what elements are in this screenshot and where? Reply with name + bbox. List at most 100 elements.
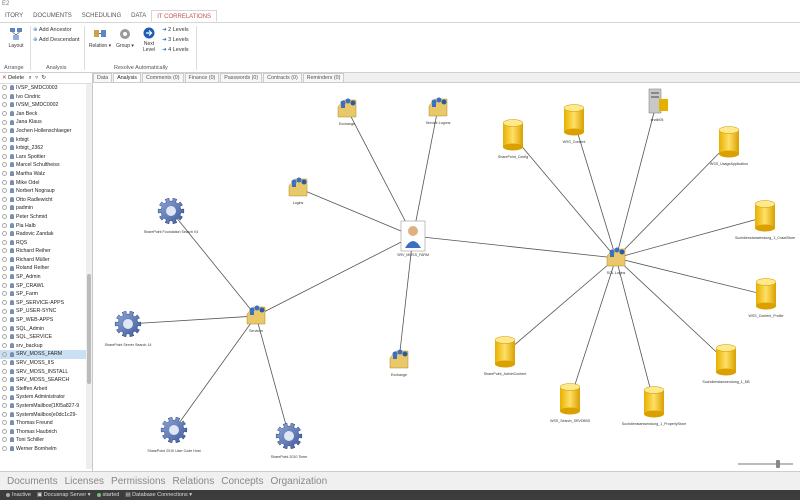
tree-item[interactable]: Thomas Haubrich	[0, 428, 86, 437]
detail-tab[interactable]: Analysis	[113, 73, 141, 82]
search-icon[interactable]: ⌕	[28, 75, 32, 81]
bottom-nav-item[interactable]: Documents	[7, 475, 58, 487]
expand-icon[interactable]	[2, 214, 7, 220]
expand-icon[interactable]	[2, 119, 7, 125]
graph-node-svclogons[interactable]: Service Logons	[426, 97, 451, 126]
expand-icon[interactable]	[2, 93, 7, 99]
tree-item[interactable]: SRV_MOSS_INSTALL	[0, 368, 86, 377]
graph-node-sqllogins[interactable]: SQL Logins	[607, 247, 626, 276]
tree-item[interactable]: srv_backup	[0, 342, 86, 351]
graph-node-db7[interactable]: Suchdienstanwendung_1_PropertyStore	[622, 386, 687, 427]
tree-item[interactable]: Norbert Nograup	[0, 187, 86, 196]
tree-item[interactable]: Roland Reiher	[0, 264, 86, 273]
expand-icon[interactable]	[2, 437, 7, 443]
expand-icon[interactable]	[2, 265, 7, 271]
group-button[interactable]: Group ▾	[114, 27, 136, 49]
tree-item[interactable]: Richard Müller	[0, 256, 86, 265]
relation-button[interactable]: Relation ▾	[88, 27, 112, 49]
expand-icon[interactable]	[2, 377, 7, 383]
tree-item[interactable]: SystemMailbox{e0dc1c29-	[0, 411, 86, 420]
ribbon-tab[interactable]: ITORY	[5, 13, 24, 19]
refresh-icon[interactable]: ↻	[41, 75, 47, 81]
tree-item[interactable]: SP_CRAWL	[0, 282, 86, 291]
tree-item[interactable]: padmin	[0, 204, 86, 213]
graph-node-gear1[interactable]: SharePoint Foundation Search V4	[144, 197, 199, 234]
expand-icon[interactable]	[2, 299, 7, 305]
graph-node-gear4[interactable]: SharePoint 2010 Timer	[271, 422, 309, 459]
expand-icon[interactable]	[2, 102, 7, 108]
expand-icon[interactable]	[2, 282, 7, 288]
graph-node-db3[interactable]: WSS_UsageApplication	[710, 126, 748, 167]
graph-node-db4[interactable]: Suchdienstanwendung_1_CrawlStore	[735, 200, 795, 241]
expand-icon[interactable]	[2, 136, 7, 142]
graph-node-services[interactable]: Services	[246, 305, 266, 334]
tree-item[interactable]: Radovic Zandak	[0, 230, 86, 239]
expand-icon[interactable]	[2, 248, 7, 254]
tree-item[interactable]: RQS	[0, 239, 86, 248]
expand-icon[interactable]	[2, 188, 7, 194]
tree-item[interactable]: Otto Radlewicht	[0, 196, 86, 205]
tree-item[interactable]: SRV_MOSS_SEARCH	[0, 376, 86, 385]
delete-button[interactable]: ✕ Delete	[2, 75, 25, 81]
expand-icon[interactable]	[2, 291, 7, 297]
tree-item[interactable]: SP_SERVICE-APPS	[0, 299, 86, 308]
expand-icon[interactable]	[2, 428, 7, 434]
expand-icon[interactable]	[2, 446, 7, 452]
expand-icon[interactable]	[2, 334, 7, 340]
expand-icon[interactable]	[2, 128, 7, 134]
detail-tab[interactable]: Data	[93, 73, 113, 82]
expand-icon[interactable]	[2, 171, 7, 177]
tree-item[interactable]: SP_WEB-APPS	[0, 316, 86, 325]
tree-item[interactable]: SP_Farm	[0, 290, 86, 299]
expand-icon[interactable]	[2, 308, 7, 314]
graph-node-exch2[interactable]: Exchange	[389, 349, 409, 378]
graph-node-db9[interactable]: SharePoint_AdminContent	[484, 336, 527, 377]
two-levels-button[interactable]: ➜ 2 Levels	[162, 27, 189, 33]
tree-item[interactable]: Toni Schiller	[0, 436, 86, 445]
next-level-button[interactable]: Next Level	[139, 27, 159, 53]
bottom-nav-item[interactable]: Concepts	[221, 475, 264, 487]
status-database[interactable]: ▤ Database Connections ▾	[125, 492, 193, 498]
expand-icon[interactable]	[2, 85, 7, 91]
status-server[interactable]: ▣ Docusnap Server ▾	[36, 492, 91, 498]
expand-icon[interactable]	[2, 385, 7, 391]
expand-icon[interactable]	[2, 110, 7, 116]
four-levels-button[interactable]: ➜ 4 Levels	[162, 47, 189, 53]
graph-node-gear3[interactable]: SharePoint 2010 User Code Host	[147, 416, 201, 453]
tree-item[interactable]: SRV_MOSS_FARM	[0, 350, 86, 359]
tree-item[interactable]: SP_Admin	[0, 273, 86, 282]
bottom-nav-item[interactable]: Relations	[172, 475, 215, 487]
tree-item[interactable]: Werner Bornhelm	[0, 445, 86, 454]
zoom-slider[interactable]	[738, 460, 793, 468]
expand-icon[interactable]	[2, 360, 7, 366]
tree-item[interactable]: krbigt	[0, 136, 86, 145]
add-ancestor-button[interactable]: ⊕ Add Ancestor	[33, 27, 72, 33]
bottom-nav-item[interactable]: Licenses	[64, 475, 105, 487]
expand-icon[interactable]	[2, 145, 7, 151]
tree-item[interactable]: Peter Schmid	[0, 213, 86, 222]
expand-icon[interactable]	[2, 205, 7, 211]
expand-icon[interactable]	[2, 368, 7, 374]
tree-item[interactable]: Lars Spottier	[0, 153, 86, 162]
tree-item[interactable]: SP_USER-SYNC	[0, 307, 86, 316]
graph-node-db1[interactable]: SharePoint_Config	[498, 119, 528, 160]
detail-tab[interactable]: Comments (0)	[141, 73, 184, 82]
graph-node-db5[interactable]: WSS_Content_Profile	[749, 278, 784, 319]
expand-icon[interactable]	[2, 222, 7, 228]
ribbon-tab[interactable]: IT CORRELATIONS	[151, 10, 218, 22]
tree-item[interactable]: Steffen Arbeit	[0, 385, 86, 394]
expand-icon[interactable]	[2, 420, 7, 426]
expand-icon[interactable]	[2, 403, 7, 409]
detail-tab[interactable]: Finance (0)	[184, 73, 220, 82]
tree-item[interactable]: Jana Klaus	[0, 118, 86, 127]
tree-item[interactable]: Jochen Hollenschlaeger	[0, 127, 86, 136]
graph-node-server[interactable]: srvdb05	[648, 88, 668, 122]
ribbon-tab[interactable]: SCHEDULING	[81, 13, 122, 19]
ribbon-tab[interactable]: DOCUMENTS	[33, 13, 72, 19]
tree-item[interactable]: SystemMailbox{1f05a827-9	[0, 402, 86, 411]
expand-icon[interactable]	[2, 257, 7, 262]
tree-item[interactable]: Pia Halb	[0, 222, 86, 231]
expand-icon[interactable]	[2, 351, 7, 357]
detail-tab[interactable]: Passwords (0)	[220, 73, 263, 82]
